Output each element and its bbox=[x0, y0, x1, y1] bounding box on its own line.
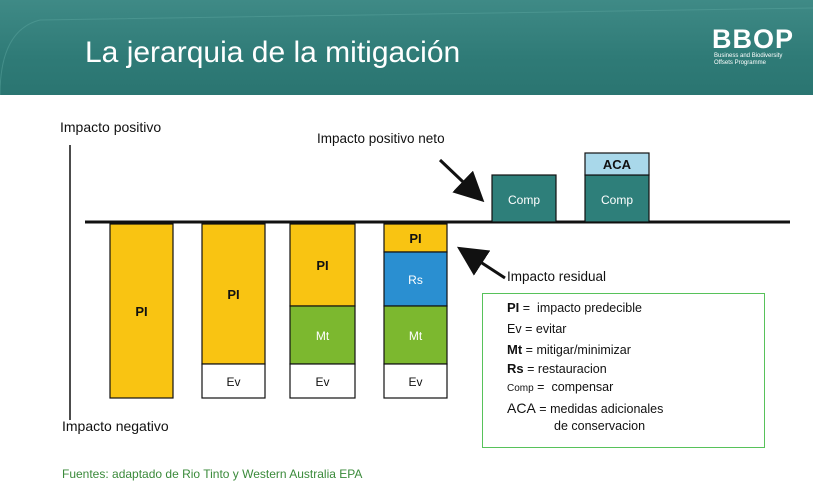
legend-item-aca-cont: de conservacion bbox=[554, 419, 646, 433]
source-caption: Fuentes: adaptado de Rio Tinto y Western… bbox=[62, 467, 363, 481]
net-positive-impact-label: Impacto positivo neto bbox=[317, 131, 445, 146]
bar-4-segment-pi bbox=[383, 223, 448, 253]
logo-text: BBOP bbox=[712, 24, 795, 54]
residual-arrow bbox=[456, 246, 506, 280]
positive-impact-label: Impacto positivo bbox=[60, 119, 162, 135]
logo-subtitle: Business and Biodiversity Offsets Progra… bbox=[714, 53, 783, 66]
bar-3-segment-ev bbox=[289, 363, 356, 399]
title-banner: La jerarquia de la mitigación BBOP Busin… bbox=[0, 0, 813, 95]
comp-bar-1 bbox=[491, 174, 557, 223]
legend-item-mt: Mt = mitigar/minimizar bbox=[507, 342, 631, 357]
page-title: La jerarquia de la mitigación bbox=[85, 36, 461, 69]
bar-4-label-pi: PI bbox=[409, 231, 421, 246]
bar-4-segment-rs bbox=[383, 251, 448, 307]
comp-bar-2-label: Comp bbox=[601, 193, 633, 207]
comp-bar-1-label: Comp bbox=[508, 193, 540, 207]
legend-item-comp: Comp = compensar bbox=[507, 380, 614, 394]
bar-2-label-pi: PI bbox=[227, 287, 239, 302]
aca-bar-label: ACA bbox=[603, 157, 632, 172]
bar-1-label-pi: PI bbox=[135, 304, 147, 319]
bar-4-segment-ev bbox=[383, 363, 448, 399]
net-positive-arrow bbox=[438, 158, 485, 203]
legend-box: PI = impacto predecible Ev = evitar Mt =… bbox=[482, 293, 765, 448]
legend-item-rs: Rs = restauracion bbox=[507, 361, 607, 376]
bar-1-segment-pi bbox=[109, 223, 174, 399]
bar-4-label-rs: Rs bbox=[408, 273, 423, 287]
legend-item-aca: ACA = medidas adicionales bbox=[507, 400, 664, 416]
bbop-logo: BBOP Business and Biodiversity Offsets P… bbox=[712, 25, 802, 85]
bar-3-segment-pi bbox=[289, 223, 356, 307]
aca-bar bbox=[584, 152, 650, 176]
bar-4-label-ev: Ev bbox=[408, 375, 422, 389]
bar-3-label-mt: Mt bbox=[316, 329, 330, 343]
legend-item-ev: Ev = evitar bbox=[507, 322, 567, 336]
bar-4-label-mt: Mt bbox=[409, 329, 423, 343]
bar-3-label-ev: Ev bbox=[315, 375, 329, 389]
positive-bars: Comp Comp ACA bbox=[491, 152, 650, 223]
negative-impact-label: Impacto negativo bbox=[62, 418, 169, 434]
bar-2-segment-ev bbox=[201, 363, 266, 399]
residual-impact-label: Impacto residual bbox=[507, 269, 607, 284]
legend-item-pi: PI = impacto predecible bbox=[507, 300, 642, 315]
comp-bar-2 bbox=[584, 174, 650, 223]
bar-3-label-pi: PI bbox=[316, 258, 328, 273]
bar-2-label-ev: Ev bbox=[226, 375, 240, 389]
banner-curve bbox=[0, 7, 813, 95]
